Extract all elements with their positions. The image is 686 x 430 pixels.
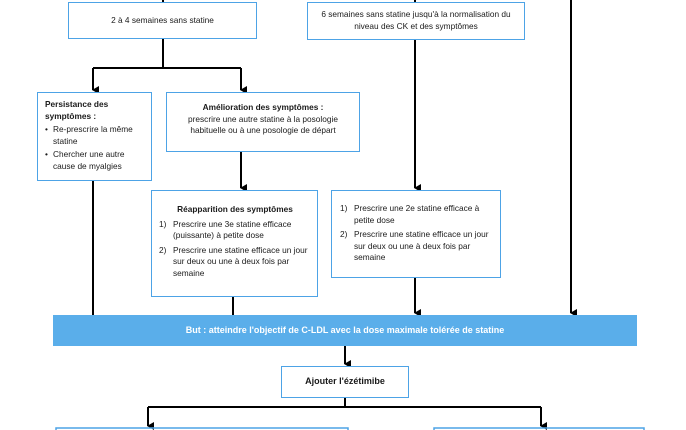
list-text: Prescrire une 3e statine efficace (puiss… [173, 218, 292, 241]
list-item: Chercher une autre cause de myalgies [45, 149, 145, 172]
persistance-list: Re-prescrire la même statine Chercher un… [45, 124, 145, 172]
wait-6-weeks-box: 6 semaines sans statine jusqu'à la norma… [307, 2, 525, 40]
amelioration-box: Amélioration des symptômes : prescrire u… [166, 92, 360, 152]
reapparition-list: 1) Prescrire une 3e statine efficace (pu… [159, 219, 311, 280]
wait-2-4-weeks-box: 2 à 4 semaines sans statine [68, 2, 257, 39]
list-text: Prescrire une statine efficace un jour s… [173, 244, 308, 278]
bottom-right-box [433, 427, 645, 430]
list-item: 2) Prescrire une statine efficace un jou… [159, 245, 311, 280]
list-number: 2) [340, 229, 348, 239]
reapparition-title: Réapparition des symptômes [177, 204, 293, 214]
right-options-box: 1) Prescrire une 2e statine efficace à p… [331, 190, 501, 278]
list-item: 2) Prescrire une statine efficace un jou… [340, 229, 492, 264]
list-number: 1) [159, 218, 167, 229]
list-number: 1) [340, 203, 348, 213]
list-text: Prescrire une 2e statine efficace à peti… [354, 203, 480, 225]
amelioration-text: prescrire une autre statine à la posolog… [188, 113, 338, 136]
right-options-list: 1) Prescrire une 2e statine efficace à p… [340, 203, 492, 264]
wait-6-weeks-text: 6 semaines sans statine jusqu'à la norma… [321, 9, 511, 31]
list-item: 1) Prescrire une 2e statine efficace à p… [340, 203, 492, 226]
ezetimibe-text: Ajouter l'ézétimibe [305, 376, 385, 386]
list-number: 2) [159, 244, 167, 255]
reapparition-box: Réapparition des symptômes 1) Prescrire … [151, 190, 318, 297]
persistance-box: Persistance des symptômes : Re-prescrire… [37, 92, 152, 181]
bottom-left-box [55, 427, 349, 430]
persistance-title: Persistance des symptômes : [45, 99, 109, 121]
goal-banner: But : atteindre l'objectif de C-LDL avec… [53, 315, 637, 346]
list-item: Re-prescrire la même statine [45, 124, 145, 147]
goal-text: But : atteindre l'objectif de C-LDL avec… [185, 325, 505, 335]
amelioration-title: Amélioration des symptômes : [202, 102, 324, 112]
ezetimibe-box: Ajouter l'ézétimibe [281, 366, 409, 398]
list-text: Prescrire une statine efficace un jour s… [354, 229, 489, 262]
wait-2-4-weeks-text: 2 à 4 semaines sans statine [111, 15, 214, 25]
list-item: 1) Prescrire une 3e statine efficace (pu… [159, 219, 311, 242]
